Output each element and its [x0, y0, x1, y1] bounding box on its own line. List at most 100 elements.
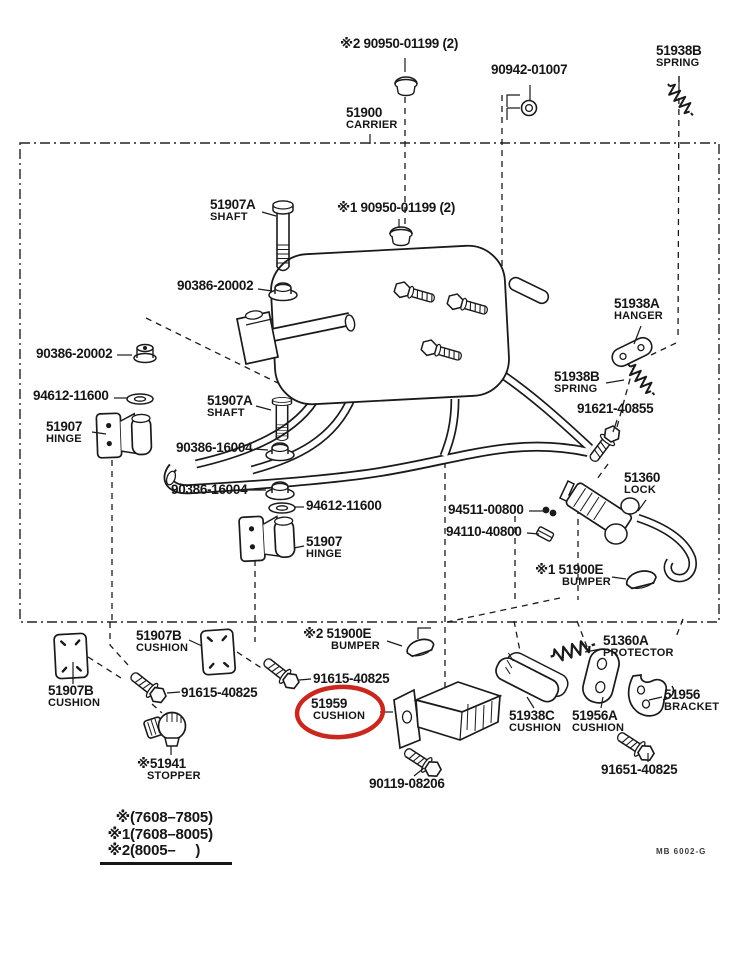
cushion-51956a-icon	[582, 648, 620, 704]
part-name: BUMPER	[331, 640, 380, 652]
part-number: 94110-40800	[446, 524, 522, 539]
legend-range: (7608–8005)	[130, 825, 213, 843]
legend-mark: ※2	[107, 842, 130, 859]
part-number: 51938B	[656, 43, 702, 58]
part-name: HINGE	[46, 433, 82, 445]
part-number: 90386-16004	[176, 440, 253, 455]
cushion-51959-drawing	[393, 681, 503, 750]
part-name: HINGE	[306, 548, 342, 560]
cap-icon	[389, 226, 413, 247]
part-label-94612-b: 94612-11600	[306, 499, 382, 513]
part-number: 90119-08206	[369, 776, 445, 791]
date-range-legend: ※(7608–7805) ※1(7608–8005) ※2(8005– )	[100, 809, 232, 865]
part-number: ※2 51900E	[303, 626, 372, 641]
spring-icon	[622, 360, 660, 400]
part-number: ※51941	[137, 756, 186, 771]
part-number: ※2 90950-01199 (2)	[340, 36, 459, 51]
legend-range: (7608–7805)	[130, 809, 213, 826]
part-number: 51956A	[572, 708, 618, 723]
part-label-90950-b: ※1 90950-01199 (2)	[337, 201, 455, 215]
part-number: 91651-40825	[601, 762, 678, 777]
washer-icon	[126, 393, 154, 405]
part-label-91651: 91651-40825	[601, 762, 678, 777]
part-label-90386-20002-b: 90386-20002	[36, 346, 113, 361]
part-label-90119: 90119-08206	[369, 777, 445, 791]
part-number: 51938C	[509, 708, 555, 723]
part-number: ※1 51900E	[535, 562, 604, 577]
part-label-91621: 91621-40855	[577, 401, 654, 416]
part-label-94511: 94511-00800	[448, 503, 524, 517]
bolt-icon	[259, 653, 303, 693]
part-label-91615-b: 91615-40825	[313, 672, 390, 686]
legend-row: ※2(8005– )	[100, 842, 232, 860]
part-number: 51959	[311, 696, 348, 711]
part-name: CUSHION	[509, 722, 562, 734]
page-code: MB 6002-G	[656, 847, 707, 856]
cushion-pad-icon	[199, 627, 237, 677]
cap-icon	[394, 76, 418, 97]
cushion-51938c-icon	[495, 652, 569, 703]
part-label-94110: 94110-40800	[446, 525, 522, 539]
bracket-icon	[627, 674, 675, 717]
part-label-90386-16004-a: 90386-16004	[176, 440, 253, 455]
part-name: SPRING	[656, 57, 700, 69]
legend-row: ※(7608–7805)	[100, 809, 232, 827]
grommet-nut-icon	[133, 343, 157, 364]
part-number: 90386-16004	[171, 482, 248, 497]
part-number: 91615-40825	[181, 685, 258, 700]
nut-icon	[506, 99, 538, 120]
washer-icon	[268, 502, 296, 514]
part-name: CUSHION	[48, 697, 101, 709]
clip-icon	[542, 506, 557, 517]
part-number: 94612-11600	[33, 388, 109, 403]
part-number: 51360	[624, 470, 661, 485]
leader-elbow	[417, 627, 431, 639]
legend-mark: ※1	[107, 825, 130, 843]
part-number: 51907A	[207, 393, 253, 408]
hinge-icon	[238, 513, 296, 563]
part-number: 90942-01007	[491, 62, 568, 77]
legend-range: (8005– )	[130, 842, 201, 859]
spring-icon	[662, 79, 699, 120]
part-number: 51907	[306, 534, 343, 549]
part-name: SHAFT	[207, 407, 245, 419]
part-name: HANGER	[614, 310, 663, 322]
part-number: ※1 90950-01199 (2)	[337, 200, 456, 215]
part-number: 90386-20002	[36, 346, 113, 361]
part-number: 91621-40855	[577, 401, 654, 416]
bolt-icon	[400, 743, 445, 781]
hanger-icon	[611, 336, 653, 368]
part-number: 51907A	[210, 197, 256, 212]
legend-underline	[100, 861, 232, 865]
part-number: 51907B	[48, 683, 94, 698]
part-number: 51900	[346, 105, 383, 120]
stopper-icon	[143, 711, 187, 747]
part-name: SPRING	[554, 383, 598, 395]
bumper-icon	[406, 638, 435, 658]
part-label-91615-a: 91615-40825	[181, 685, 258, 700]
part-number: 51360A	[603, 633, 649, 648]
part-name: CARRIER	[346, 119, 398, 131]
cushion-pad-icon	[52, 631, 90, 681]
part-number: 94511-00800	[448, 502, 524, 517]
highlight-oval	[294, 684, 386, 740]
part-name: BRACKET	[664, 701, 720, 713]
lock-assembly-drawing	[559, 479, 697, 583]
legend-mark: ※	[115, 809, 131, 826]
